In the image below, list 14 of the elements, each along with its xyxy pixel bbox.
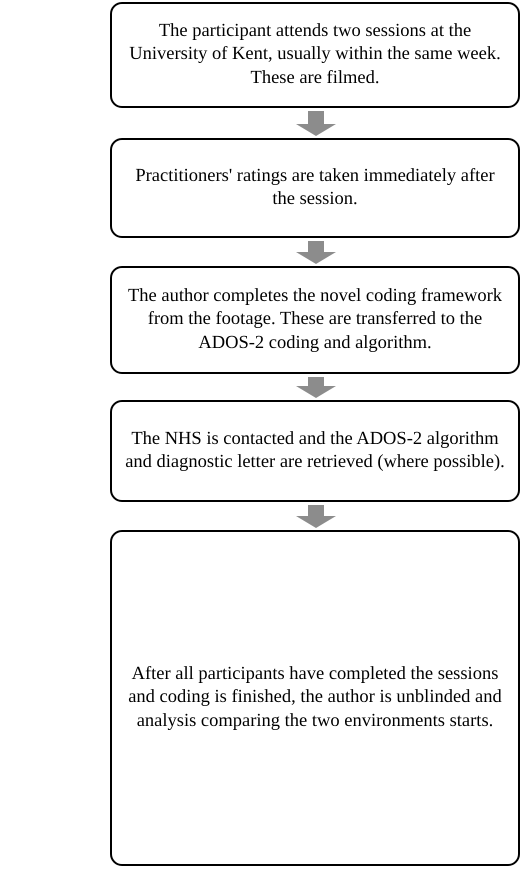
block-arrow xyxy=(296,377,336,398)
block-arrow xyxy=(296,111,336,136)
process-box xyxy=(110,266,520,374)
step-text: After all participants have completed the sessions and coding is finished, the author is unblinded and analysis comparing the two environments starts. xyxy=(127,663,503,733)
step-text: Practitioners' ratings are taken immediately after the session. xyxy=(134,164,496,211)
process-box xyxy=(110,2,520,108)
step-text: The participant attends two sessions at the University of Kent, usually within the same week. These are filmed. xyxy=(128,20,502,90)
block-arrow xyxy=(296,505,336,528)
process-box xyxy=(110,530,520,866)
process-box xyxy=(110,400,520,502)
block-arrow xyxy=(296,241,336,264)
step-text: The author completes the novel coding framework from the footage. These are transferred to the ADOS-2 coding and algorithm. xyxy=(127,285,503,355)
process-box xyxy=(110,138,520,238)
step-text: The NHS is contacted and the ADOS-2 algorithm and diagnostic letter are retrieved (where possible). xyxy=(124,428,506,474)
